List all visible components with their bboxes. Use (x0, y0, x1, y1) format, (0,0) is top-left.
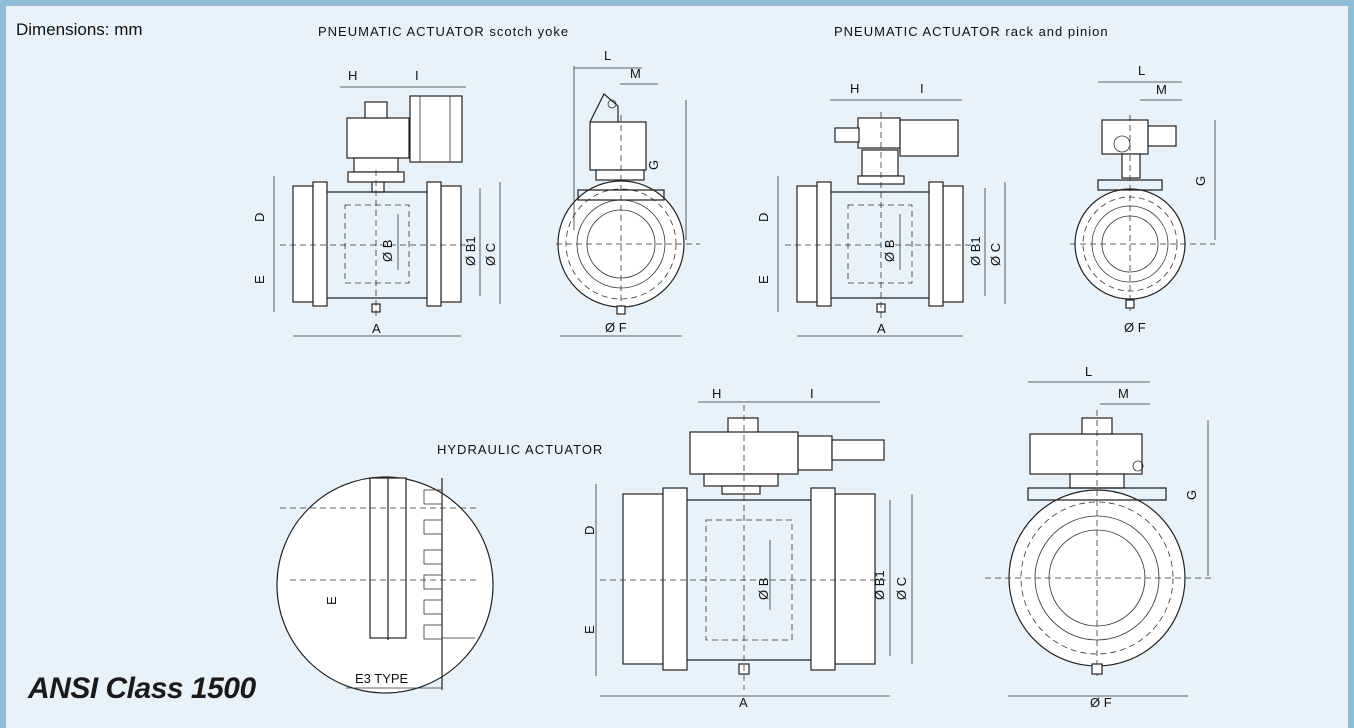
dim-h-label-rp: H (850, 81, 859, 96)
dim-g-label: G (646, 160, 661, 170)
hydraulic-front-view (595, 401, 913, 697)
dim-g-label-rp: G (1193, 176, 1208, 186)
dim-b-label-rp: Ø B (882, 240, 897, 262)
dim-l-label-rp: L (1138, 63, 1145, 78)
detail-circle-view (276, 476, 494, 694)
dim-i-label: I (415, 68, 419, 83)
dim-b1-label-rp: Ø B1 (968, 236, 983, 266)
dim-d-label-hy: D (582, 526, 597, 535)
scotch-yoke-front-view (273, 86, 501, 337)
scotch-yoke-front-dimension-labels: A D E Ø B Ø B1 Ø C H I (252, 68, 498, 336)
dim-e-label: E (252, 275, 267, 284)
dim-b-label: Ø B (380, 240, 395, 262)
dim-b-label-hy: Ø B (756, 578, 771, 600)
dim-c-label-rp: Ø C (988, 243, 1003, 266)
dim-f-label: Ø F (605, 320, 627, 335)
rack-pinion-front-dimension-labels: A D E Ø B Ø B1 Ø C H I (756, 81, 1003, 336)
hydraulic-side-dimension-labels: Ø F L M G (1085, 364, 1199, 710)
dim-d-label-rp: D (756, 213, 771, 222)
dim-e-label-detail: E (324, 596, 339, 605)
dim-l-label: L (604, 48, 611, 63)
dim-i-label-hy: I (810, 386, 814, 401)
dim-a-label: A (372, 321, 381, 336)
dim-h-label: H (348, 68, 357, 83)
rack-pinion-side-dimension-labels: Ø F L M G (1124, 63, 1208, 335)
rack-pinion-side-view (1070, 81, 1216, 312)
dim-c-label: Ø C (483, 243, 498, 266)
hydraulic-front-dimension-labels: A D E Ø B Ø B1 Ø C H I (582, 386, 909, 710)
scotch-yoke-side-dimension-labels: Ø F L M G (604, 48, 661, 335)
hydraulic-title: HYDRAULIC ACTUATOR (437, 442, 604, 457)
hydraulic-side-view (985, 381, 1215, 697)
dim-a-label-hy: A (739, 695, 748, 710)
dimensions-note: Dimensions: mm (16, 20, 143, 39)
dim-m-label-rp: M (1156, 82, 1167, 97)
ansi-class-title: ANSI Class 1500 (28, 672, 256, 705)
scotch-yoke-title: PNEUMATIC ACTUATOR scotch yoke (318, 24, 570, 39)
rack-pinion-title: PNEUMATIC ACTUATOR rack and pinion (834, 24, 1109, 39)
dim-h-label-hy: H (712, 386, 721, 401)
detail-type-label: E3 TYPE (355, 671, 409, 686)
dim-b1-label: Ø B1 (463, 236, 478, 266)
detail-labels: E E3 TYPE (324, 596, 409, 686)
dim-l-label-hy: L (1085, 364, 1092, 379)
dim-b1-label-hy: Ø B1 (872, 570, 887, 600)
dim-e-label-rp: E (756, 275, 771, 284)
dim-m-label: M (630, 66, 641, 81)
dim-e-label-hy: E (582, 625, 597, 634)
dim-d-label: D (252, 213, 267, 222)
scotch-yoke-side-view (556, 66, 700, 337)
dim-g-label-hy: G (1184, 490, 1199, 500)
dim-i-label-rp: I (920, 81, 924, 96)
dim-c-label-hy: Ø C (894, 577, 909, 600)
rack-pinion-front-view (777, 99, 1006, 337)
dim-a-label-rp: A (877, 321, 886, 336)
dim-f-label-hy: Ø F (1090, 695, 1112, 710)
dim-m-label-hy: M (1118, 386, 1129, 401)
dim-f-label-rp: Ø F (1124, 320, 1146, 335)
